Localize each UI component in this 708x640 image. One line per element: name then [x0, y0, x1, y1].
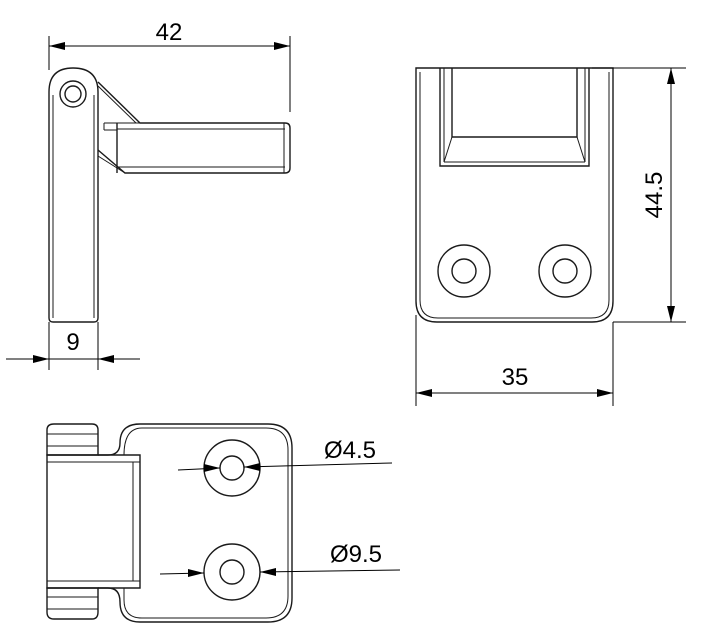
dim-side-thickness: 9 — [6, 322, 140, 370]
top-view-plate — [98, 423, 293, 623]
knuckle-bottom — [46, 587, 99, 620]
dim-label-side-width: 42 — [156, 19, 183, 46]
front-view-outline — [415, 67, 614, 323]
dim-front-height: 44.5 — [592, 67, 686, 323]
top-view — [46, 423, 293, 623]
dim-label-side-thickness: 9 — [66, 329, 79, 356]
dim-label-hole-large: Ø9.5 — [330, 541, 382, 568]
front-hole-right-inner — [552, 258, 578, 284]
dim-side-width: 42 — [48, 19, 291, 112]
front-hole-left-inner — [451, 258, 477, 284]
side-view — [48, 67, 291, 323]
front-view — [415, 67, 614, 323]
top-hole-lower-inner — [219, 559, 245, 585]
top-hole-lower-outer — [203, 543, 261, 601]
knuckle-top — [46, 423, 99, 456]
dim-label-front-width: 35 — [502, 364, 529, 391]
knuckle-center — [46, 454, 141, 589]
dim-hole-large: Ø9.5 — [159, 541, 401, 577]
dim-label-hole-small: Ø4.5 — [324, 437, 376, 464]
top-hole-upper-inner — [219, 455, 245, 481]
side-view-leaf — [48, 67, 99, 323]
pin-circle-inner — [64, 85, 82, 103]
pin-circle-outer — [59, 80, 87, 108]
side-view-flap — [97, 81, 291, 174]
dim-label-front-height: 44.5 — [641, 172, 668, 219]
dim-front-width: 35 — [415, 315, 614, 406]
front-hole-left-outer — [437, 244, 491, 298]
front-hole-right-outer — [538, 244, 592, 298]
dim-hole-small: Ø4.5 — [177, 437, 393, 472]
knuckle-block — [451, 68, 578, 138]
